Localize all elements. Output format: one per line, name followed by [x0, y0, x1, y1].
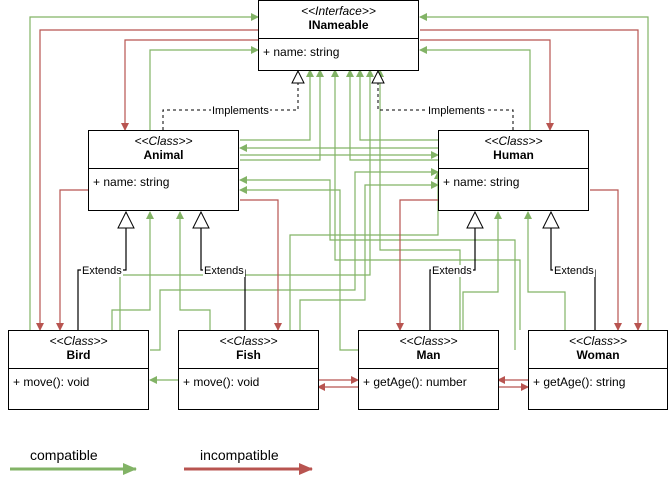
- implements-human-triangle: [371, 69, 385, 84]
- connector-bird-to-human: [150, 168, 439, 351]
- class-woman[interactable]: <<Class>> Woman + getAge(): string: [528, 330, 668, 410]
- connector-bird-to-animal: [111, 211, 154, 330]
- class-animal-stereotype: <<Class>>: [134, 134, 193, 148]
- class-fish-member: + move(): void: [183, 375, 260, 389]
- class-bird[interactable]: <<Class>> Bird + move(): void: [8, 330, 149, 410]
- implements-animal: [162, 83, 299, 130]
- connector-human-up-a: [356, 69, 438, 141]
- extends-woman-triangle: [542, 210, 560, 229]
- class-woman-header: <<Class>> Woman: [529, 331, 667, 369]
- class-inameable[interactable]: <<Interface>> INameable + name: string: [258, 0, 419, 71]
- connector-human-to-woman: [590, 189, 622, 331]
- connector-animal-to-bird: [56, 189, 88, 331]
- extends-label-man: Extends: [431, 265, 473, 277]
- class-inameable-name: INameable: [308, 18, 369, 32]
- class-animal-name: Animal: [143, 148, 184, 162]
- connector-fish-to-human: [289, 171, 442, 330]
- extends-label-woman: Extends: [553, 265, 595, 277]
- class-man-stereotype: <<Class>>: [399, 334, 458, 348]
- class-human-stereotype: <<Class>>: [484, 134, 543, 148]
- class-human-name: Human: [493, 148, 534, 162]
- legend-compatible-label: compatible: [30, 447, 98, 463]
- class-bird-name: Bird: [66, 348, 91, 362]
- connector-inameable-to-human: [420, 39, 554, 131]
- connector-fish-to-animal: [176, 211, 211, 330]
- class-animal-member: + name: string: [93, 175, 170, 189]
- connector-fish-to-human-b: [299, 181, 439, 330]
- connector-human-to-man: [396, 199, 438, 331]
- class-inameable-header: <<Interface>> INameable: [259, 1, 418, 39]
- connector-woman-to-human: [524, 211, 566, 330]
- connector-man-to-inameable: [376, 69, 461, 330]
- extends-label-fish: Extends: [203, 265, 245, 277]
- extends-fish-triangle: [192, 210, 210, 229]
- class-man-header: <<Class>> Man: [359, 331, 498, 369]
- class-woman-name: Woman: [576, 348, 620, 362]
- connector-inameable-to-animal: [121, 39, 258, 131]
- class-human[interactable]: <<Class>> Human + name: string: [438, 130, 589, 211]
- extends-bird: [77, 228, 127, 330]
- class-bird-header: <<Class>> Bird: [9, 331, 148, 369]
- connector-animal-up-b: [240, 69, 324, 161]
- class-man[interactable]: <<Class>> Man + getAge(): number: [358, 330, 499, 410]
- connector-woman-to-animal: [239, 176, 516, 350]
- connector-animal-up-a: [240, 69, 314, 141]
- class-animal-header: <<Class>> Animal: [89, 131, 238, 169]
- extends-woman: [550, 228, 596, 330]
- connector-woman-to-inameable-b: [331, 69, 521, 330]
- class-bird-stereotype: <<Class>>: [49, 334, 108, 348]
- connector-animal-to-fish: [240, 199, 282, 331]
- connector-inameable-to-woman: [420, 29, 642, 331]
- class-woman-stereotype: <<Class>>: [568, 334, 628, 348]
- connector-man-to-human: [462, 211, 502, 330]
- connector-inameable-to-bird: [36, 29, 258, 331]
- class-bird-member: + move(): void: [13, 375, 90, 389]
- extends-fish: [200, 228, 246, 330]
- implements-animal-triangle: [291, 69, 305, 84]
- implements-label-right: Implements: [427, 105, 486, 117]
- class-man-name: Man: [416, 348, 441, 362]
- connector-bird-to-inameable: [29, 13, 259, 330]
- connector-human-up-b: [346, 69, 438, 161]
- connector-man-to-animal: [239, 186, 360, 351]
- class-fish-name: Fish: [236, 348, 261, 362]
- extends-label-bird: Extends: [81, 265, 123, 277]
- class-animal[interactable]: <<Class>> Animal + name: string: [88, 130, 239, 211]
- connector-animal-to-inameable: [149, 46, 259, 130]
- class-fish-stereotype: <<Class>>: [219, 334, 278, 348]
- class-inameable-stereotype: <<Interface>>: [301, 4, 376, 18]
- implements-label-left: Implements: [211, 105, 270, 117]
- connector-woman-to-inameable: [419, 13, 649, 330]
- implements-human: [377, 83, 514, 130]
- class-human-member: + name: string: [443, 175, 520, 189]
- class-fish-header: <<Class>> Fish: [179, 331, 318, 369]
- class-fish[interactable]: <<Class>> Fish + move(): void: [178, 330, 319, 410]
- extends-bird-triangle: [117, 210, 135, 229]
- connector-human-to-inameable: [419, 46, 531, 130]
- legend-incompatible-label: incompatible: [200, 447, 279, 463]
- class-woman-member: + getAge(): string: [533, 375, 626, 389]
- class-man-member: + getAge(): number: [363, 375, 467, 389]
- class-human-header: <<Class>> Human: [439, 131, 588, 169]
- class-inameable-member: + name: string: [263, 45, 340, 59]
- extends-man-triangle: [466, 210, 484, 229]
- extends-man: [429, 228, 476, 330]
